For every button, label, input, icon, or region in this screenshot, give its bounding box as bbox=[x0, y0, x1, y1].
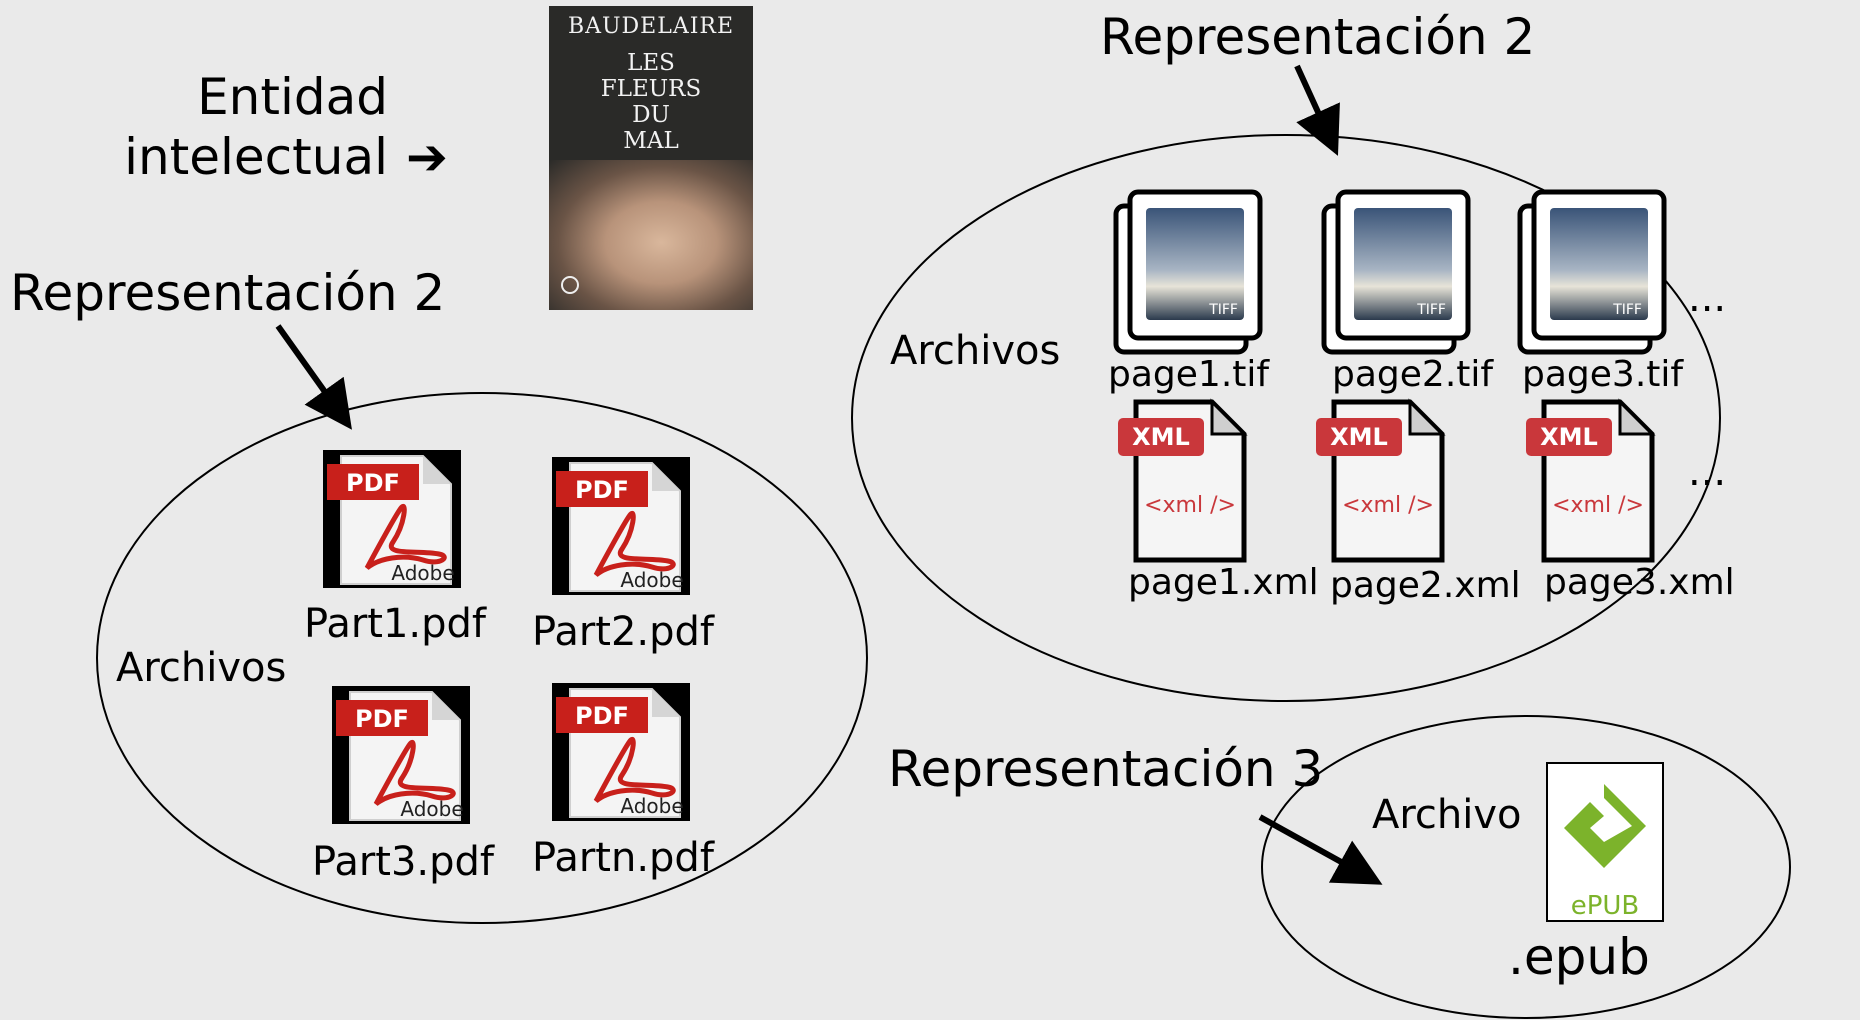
ellipse-epub bbox=[1261, 715, 1791, 1019]
xml-file-icon: XML <xml /> bbox=[1306, 398, 1456, 572]
file-name-page2-tif: page2.tif bbox=[1332, 354, 1494, 395]
file-name-page3-xml: page3.xml bbox=[1544, 562, 1735, 603]
pdf-icon: PDF Adobe bbox=[323, 450, 461, 592]
rep-epub-label: Representación 3 bbox=[888, 740, 1324, 798]
pdf-icon: PDF Adobe bbox=[552, 683, 690, 825]
rep-epub-file-label: Archivo bbox=[1372, 792, 1522, 838]
epub-icon: ePUB bbox=[1546, 762, 1664, 926]
svg-text:XML: XML bbox=[1540, 423, 1598, 451]
svg-text:<xml />: <xml /> bbox=[1552, 493, 1644, 518]
svg-text:PDF: PDF bbox=[355, 705, 409, 733]
svg-text:ePUB: ePUB bbox=[1571, 891, 1640, 921]
svg-text:PDF: PDF bbox=[575, 702, 629, 730]
svg-text:TIFF: TIFF bbox=[1416, 302, 1446, 318]
rep-images-files-label: Archivos bbox=[890, 328, 1061, 374]
svg-text:Adobe: Adobe bbox=[620, 794, 683, 818]
file-name-partn: Partn.pdf bbox=[532, 835, 714, 881]
svg-text:PDF: PDF bbox=[346, 469, 400, 497]
svg-text:Adobe: Adobe bbox=[400, 797, 463, 821]
svg-text:<xml />: <xml /> bbox=[1342, 493, 1434, 518]
entity-label-line2: intelectual bbox=[124, 128, 388, 186]
xml-file-icon: XML <xml /> bbox=[1516, 398, 1666, 572]
rep-images-label: Representación 2 bbox=[1100, 8, 1536, 66]
ellipse-images bbox=[851, 134, 1721, 702]
rep-epub-extension: .epub bbox=[1508, 928, 1650, 986]
file-name-part3: Part3.pdf bbox=[312, 839, 494, 885]
rep-pdf-files-label: Archivos bbox=[116, 645, 287, 691]
svg-text:<xml />: <xml /> bbox=[1144, 493, 1236, 518]
publisher-logo-icon bbox=[561, 276, 579, 294]
book-title: LES FLEURS DU MAL bbox=[600, 50, 702, 154]
tiff-image-icon: TIFF bbox=[1110, 188, 1266, 362]
book-cover-art bbox=[549, 160, 753, 310]
svg-text:PDF: PDF bbox=[575, 476, 629, 504]
svg-text:Adobe: Adobe bbox=[391, 561, 454, 585]
pdf-icon: PDF Adobe bbox=[552, 457, 690, 599]
tiff-image-icon: TIFF bbox=[1514, 188, 1670, 362]
ellipsis-tif: ... bbox=[1688, 275, 1727, 321]
file-name-page3-tif: page3.tif bbox=[1522, 354, 1684, 395]
file-name-page1-tif: page1.tif bbox=[1108, 354, 1270, 395]
svg-text:TIFF: TIFF bbox=[1208, 302, 1238, 318]
arrow-right-icon: ➔ bbox=[406, 128, 448, 186]
svg-text:XML: XML bbox=[1330, 423, 1388, 451]
file-name-part2: Part2.pdf bbox=[532, 609, 714, 655]
svg-text:TIFF: TIFF bbox=[1612, 302, 1642, 318]
entity-label-line1: Entidad bbox=[197, 68, 388, 126]
file-name-page2-xml: page2.xml bbox=[1330, 565, 1521, 606]
arrow-epub bbox=[1258, 814, 1383, 885]
arrow-images bbox=[1294, 64, 1340, 156]
ellipse-pdf bbox=[96, 392, 868, 924]
ellipsis-xml: ... bbox=[1688, 449, 1727, 495]
svg-text:Adobe: Adobe bbox=[620, 568, 683, 592]
svg-text:XML: XML bbox=[1132, 423, 1190, 451]
pdf-icon: PDF Adobe bbox=[332, 686, 470, 828]
book-author: BAUDELAIRE bbox=[567, 14, 735, 39]
rep-pdf-label: Representación 2 bbox=[10, 264, 446, 322]
file-name-part1: Part1.pdf bbox=[304, 601, 486, 647]
arrow-pdf bbox=[275, 324, 352, 430]
xml-file-icon: XML <xml /> bbox=[1108, 398, 1258, 572]
tiff-image-icon: TIFF bbox=[1318, 188, 1474, 362]
file-name-page1-xml: page1.xml bbox=[1128, 562, 1319, 603]
book-cover: BAUDELAIRE LES FLEURS DU MAL bbox=[549, 6, 753, 310]
